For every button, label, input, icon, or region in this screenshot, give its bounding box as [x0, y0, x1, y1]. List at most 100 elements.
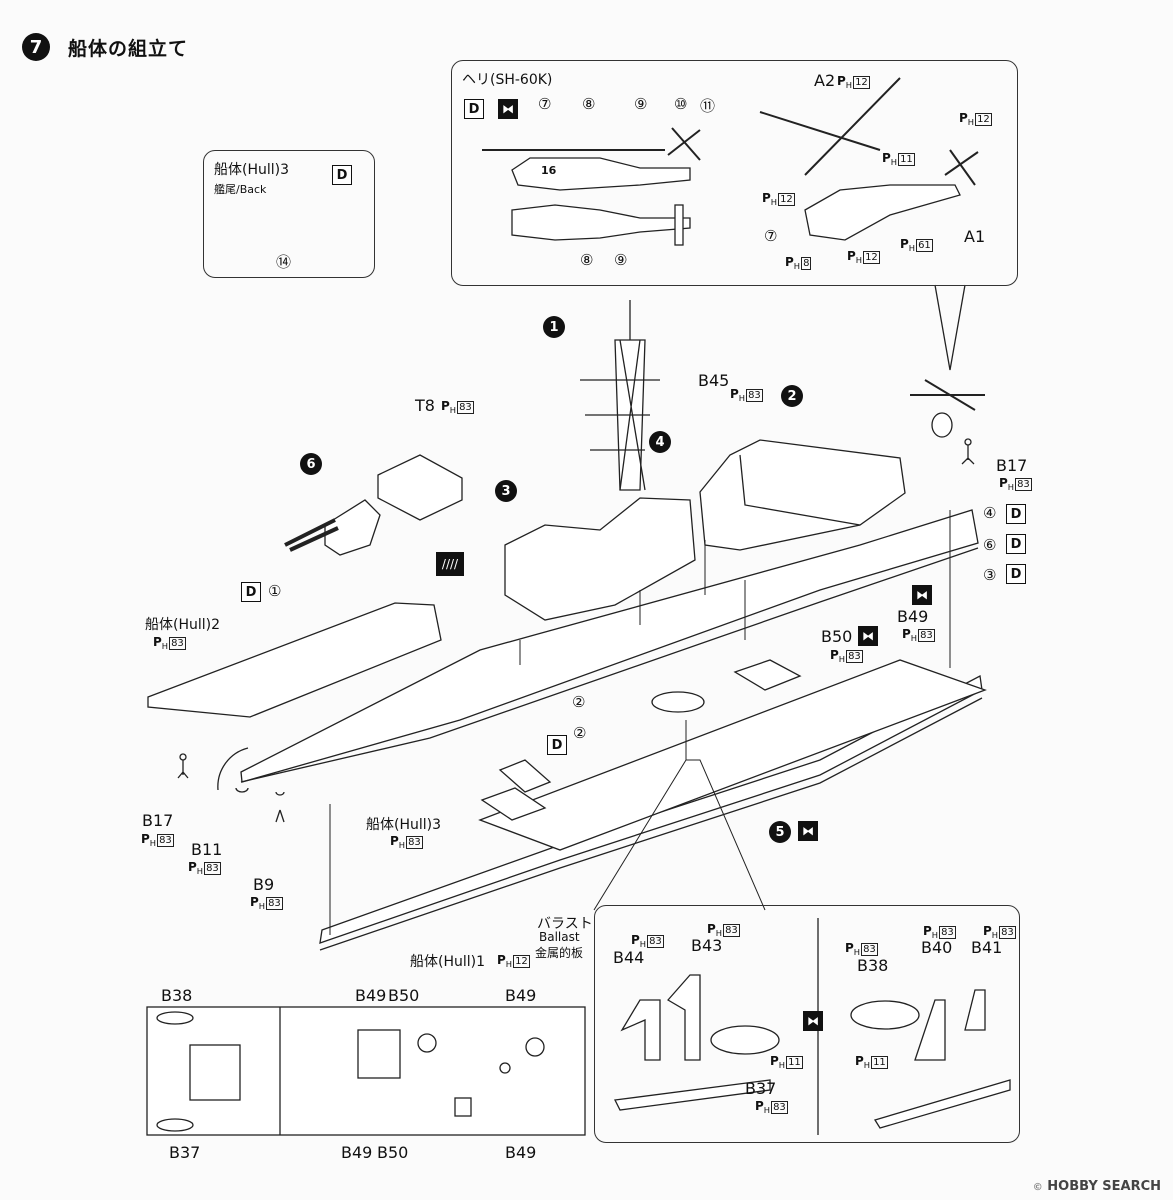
hull2-label: 船体(Hull)2 [145, 617, 221, 633]
hull3-label: 船体(Hull)3 [366, 817, 442, 833]
topview-b49-bottom-right-label: B49 [505, 1143, 537, 1162]
decal-2-label: ② [573, 724, 587, 742]
hull1-label: 船体(Hull)1 [410, 954, 486, 970]
b50-label: B50 [821, 627, 853, 646]
heli-part-7: ⑦ [538, 95, 552, 113]
heli-title: ヘリ(SH-60K) [462, 72, 553, 88]
heli-part-9-bottom: ⑨ [614, 251, 628, 269]
hull2-part [147, 602, 442, 718]
heli-part-9: ⑨ [634, 95, 648, 113]
hull3-inset-subtitle: 艦尾/Back [214, 183, 267, 196]
topview-b49-bottom-label: B49 [341, 1143, 373, 1162]
decal-3-label: ③ [983, 566, 997, 584]
hull3-part [240, 509, 979, 783]
sticker-icon: ⧓ [803, 1011, 823, 1031]
decal-2-label: ② [572, 693, 586, 711]
subassembly-4: 4 [649, 431, 671, 453]
b44-label: B44 [613, 948, 645, 967]
decal-icon: D [1006, 534, 1026, 554]
topview-b50-top-label: B50 [388, 986, 420, 1005]
hull3-inset-title: 船体(Hull)3 [214, 162, 290, 178]
superstructure-2 [699, 439, 906, 551]
sticker-icon: ⧓ [912, 585, 932, 605]
b37-label: B37 [745, 1079, 777, 1098]
sticker-icon: ⧓ [498, 99, 518, 119]
heli-part-8: ⑧ [582, 95, 596, 113]
b11-label: B11 [191, 840, 223, 859]
decal-6-label: ⑥ [983, 536, 997, 554]
topview-b49-top-right-label: B49 [505, 986, 537, 1005]
b17-left-label: B17 [142, 811, 174, 830]
heli-part-7-right: ⑦ [764, 227, 778, 245]
sticker-icon: ⧓ [798, 821, 818, 841]
decal-icon: D [241, 582, 261, 602]
decal-icon: D [464, 99, 484, 119]
heli-part-10: ⑩ [674, 95, 688, 113]
sticker-icon: ⧓ [858, 626, 878, 646]
topview-b37-label: B37 [169, 1143, 201, 1162]
b9-label: B9 [253, 875, 275, 894]
a1-label: A1 [964, 227, 986, 246]
b43-label: B43 [691, 936, 723, 955]
ballast-jp-label: バラスト [537, 916, 593, 932]
subassembly-5: 5 [769, 821, 791, 843]
decal-4-label: ④ [983, 504, 997, 522]
hull1-part [319, 674, 983, 944]
t8-part [377, 454, 463, 521]
subassembly-6: 6 [300, 453, 322, 475]
topview-b49-top-label: B49 [355, 986, 387, 1005]
heli-part-11: ⑪ [700, 97, 716, 115]
ballast-note-label: 金属的板 [535, 946, 584, 960]
gun-turret [324, 499, 381, 556]
ballast-en-label: Ballast [539, 930, 580, 944]
a2-label: A2 [814, 71, 836, 90]
b45-label: B45 [698, 371, 730, 390]
subassembly-2: 2 [781, 385, 803, 407]
part-14-label: ⑭ [276, 253, 292, 271]
heli-side-number: 16 [541, 164, 557, 177]
b40-label: B40 [921, 938, 953, 957]
step-title: 船体の組立て [68, 38, 189, 60]
subassembly-3: 3 [495, 480, 517, 502]
superstructure-3 [504, 497, 696, 621]
watermark: © HOBBY SEARCH [1032, 1179, 1161, 1194]
decal-icon: D [1006, 564, 1026, 584]
b41-label: B41 [971, 938, 1003, 957]
b38-label: B38 [857, 956, 889, 975]
decal-icon: D [1006, 504, 1026, 524]
t8-label: T8 [415, 396, 435, 415]
b49-label: B49 [897, 607, 929, 626]
heli-part-8-bottom: ⑧ [580, 251, 594, 269]
decal-icon: D [547, 735, 567, 755]
topview-b38-label: B38 [161, 986, 193, 1005]
step-number-badge: 7 [22, 33, 50, 61]
subassembly-1: 1 [543, 316, 565, 338]
b17-right-label: B17 [996, 456, 1028, 475]
stripe-decal-icon: //// [436, 552, 464, 576]
